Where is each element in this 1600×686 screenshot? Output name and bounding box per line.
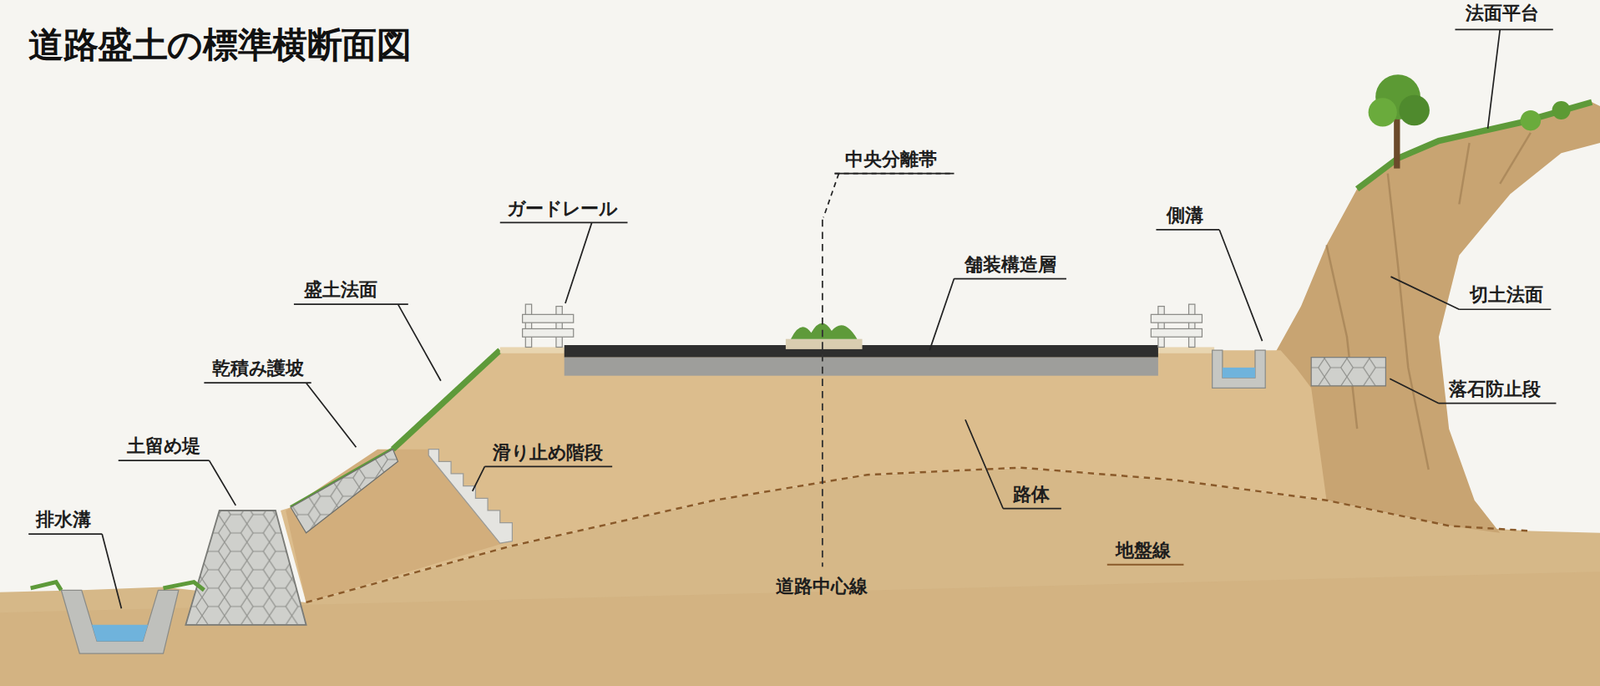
part-label: 滑り止め階段 xyxy=(492,440,603,464)
part-label: 路体 xyxy=(1012,482,1050,506)
part-label: 土留め堤 xyxy=(126,435,201,458)
part-label: 法面平台 xyxy=(1465,1,1540,25)
part-label: 盛土法面 xyxy=(303,278,378,302)
part-label: 道路中心線 xyxy=(775,574,868,598)
part-label: ガードレール xyxy=(506,197,618,220)
diagram-title: 道路盛土の標準横断面図 xyxy=(28,22,411,70)
part-label: 中央分離帯 xyxy=(845,147,937,171)
part-label: 舗装構造層 xyxy=(964,253,1057,276)
part-label: 側溝 xyxy=(1166,203,1204,227)
part-label: 切土法面 xyxy=(1469,283,1544,307)
part-label: 乾積み護坡 xyxy=(212,357,304,380)
part-label: 排水溝 xyxy=(35,508,92,532)
part-label: 落石防止段 xyxy=(1448,377,1541,400)
part-label: 地盤線 xyxy=(1115,538,1171,562)
